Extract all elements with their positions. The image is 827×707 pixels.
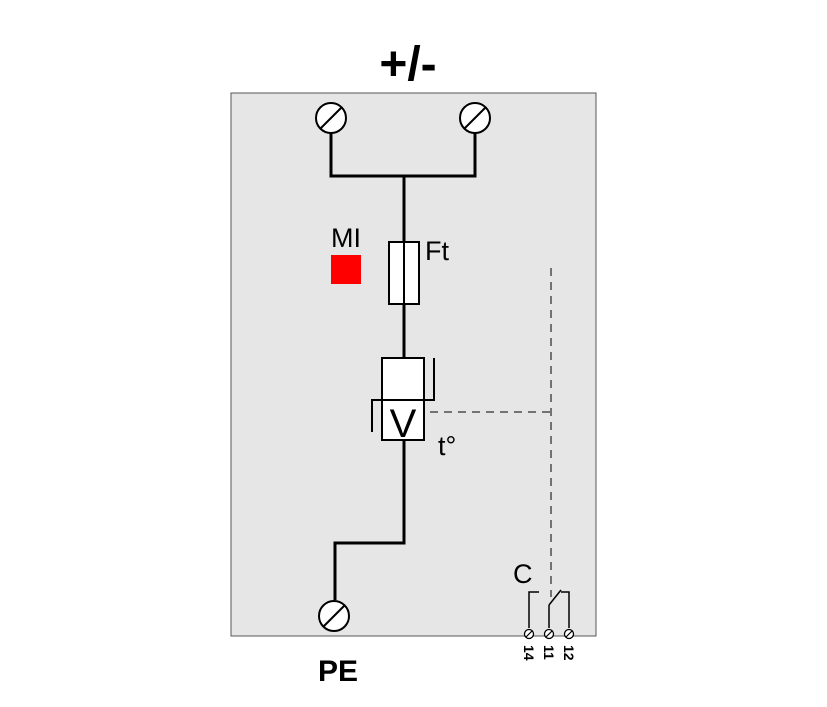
varistor-label: V: [390, 402, 417, 446]
top-terminal-right[interactable]: [459, 102, 491, 134]
contact-terminal-11[interactable]: [543, 628, 555, 640]
mi-indicator: [331, 255, 361, 284]
thermal-label: t°: [438, 431, 456, 461]
varistor: [371, 357, 435, 441]
mi-label: MI: [331, 223, 361, 253]
thermal-fuse: [388, 241, 420, 305]
terminal-label-12: 12: [561, 645, 577, 661]
contact-terminal-12[interactable]: [563, 628, 575, 640]
mechanical-linkage: [430, 268, 552, 597]
contact-terminal-14[interactable]: [523, 628, 535, 640]
contact-label: C: [513, 559, 533, 589]
top-terminal-left[interactable]: [315, 102, 347, 134]
pe-terminal[interactable]: [318, 600, 350, 632]
terminal-label-14: 14: [521, 645, 537, 661]
main-wiring: [329, 133, 477, 600]
pe-label: PE: [318, 655, 358, 688]
polarity-title: +/-: [379, 38, 436, 91]
fuse-label: Ft: [425, 236, 449, 266]
terminal-label-11: 11: [541, 645, 557, 660]
signal-contact: [528, 589, 570, 628]
